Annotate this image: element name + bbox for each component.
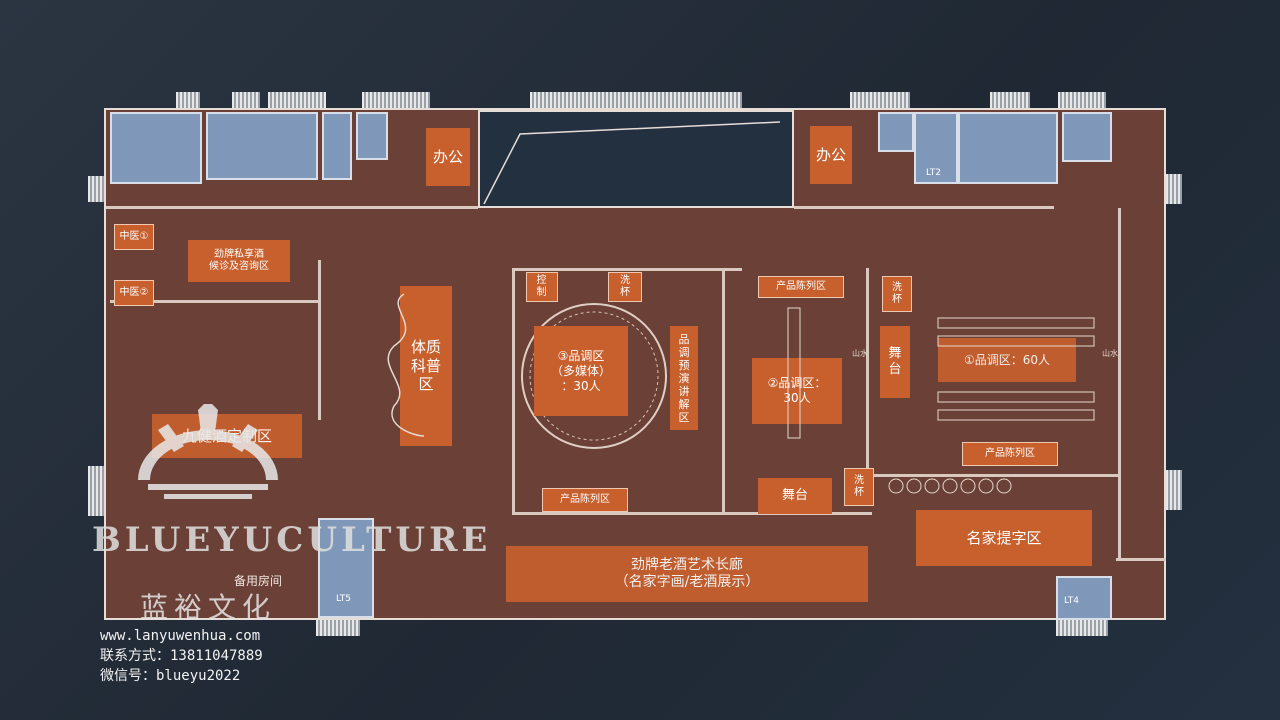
wall [794, 206, 1054, 209]
wash-c-label: 洗杯 [854, 475, 864, 498]
exterior-window-hatch [88, 176, 104, 202]
exterior-window-hatch [232, 92, 260, 108]
restroom-left [206, 112, 318, 180]
spare-room-label: 备用房间 [234, 574, 283, 588]
control-room[interactable]: 控制 [526, 272, 558, 302]
long-table-tasting-2 [787, 307, 801, 439]
lt2-label: LT2 [926, 168, 941, 178]
tasting3-title: ③品调区 [557, 348, 605, 363]
wall [1116, 558, 1166, 561]
atrium-void [478, 110, 794, 208]
wall [866, 268, 869, 474]
tasting2-title: ②品调区： [767, 376, 827, 390]
constitution-label: 体质科普区 [410, 337, 441, 394]
consult-label: 候诊及咨询区 [209, 261, 269, 272]
wash-cup-a[interactable]: 洗杯 [608, 272, 642, 302]
private-wine-label: 劲牌私享酒 [214, 248, 264, 260]
product-display-top[interactable]: 产品陈列区 [758, 276, 844, 298]
product-display-bottom[interactable]: 产品陈列区 [542, 488, 628, 512]
tasting-zone-2[interactable]: ②品调区： 30人 [752, 358, 842, 424]
service-core-right [1062, 112, 1112, 162]
private-wine-consult-zone[interactable]: 劲牌私享酒 候诊及咨询区 [188, 240, 290, 282]
round-tasting-room-outline [521, 303, 667, 449]
tcm-room-1[interactable]: 中医① [114, 224, 154, 250]
exterior-window-hatch [316, 620, 360, 636]
stage-right[interactable]: 舞台 [880, 326, 910, 398]
elevator-right [878, 112, 914, 152]
office-right[interactable]: 办公 [810, 126, 852, 184]
exterior-window-hatch [1056, 620, 1108, 636]
exterior-window-hatch [1166, 174, 1182, 204]
exterior-window-hatch [990, 92, 1030, 108]
gallery-title: 劲牌老酒艺术长廊 [631, 556, 743, 573]
stair-lt5: LT5 [318, 518, 374, 618]
brand-name-en: BLUEYUCULTURE [92, 520, 492, 560]
elevator-left [356, 112, 388, 160]
exterior-window-hatch [1058, 92, 1106, 108]
atrium-line [483, 121, 781, 205]
tcm-room-2[interactable]: 中医② [114, 280, 154, 306]
tasting-zone-3[interactable]: ③品调区 （多媒体） ：30人 [534, 326, 628, 416]
wall [318, 260, 321, 420]
restroom-right [958, 112, 1058, 184]
wall [512, 268, 515, 514]
wall [512, 268, 742, 271]
exterior-window-hatch [1166, 470, 1182, 510]
control-label: 控制 [536, 275, 548, 298]
wall [106, 206, 478, 209]
wall [110, 300, 320, 303]
office-left[interactable]: 办公 [426, 128, 470, 186]
tasting3-subtitle: （多媒体） [550, 363, 611, 378]
stage-bottom[interactable]: 舞台 [758, 478, 832, 514]
seating-grid-tasting-1 [937, 317, 1095, 421]
exterior-window-hatch [530, 92, 742, 108]
tasting3-capacity: ：30人 [561, 378, 601, 393]
wall [1118, 208, 1121, 558]
wash-a-label: 洗杯 [620, 275, 630, 298]
tasting-zone-1[interactable]: ①品调区：60人 [938, 338, 1076, 382]
exterior-window-hatch [362, 92, 430, 108]
display-counter-bottom [888, 478, 1012, 494]
art-gallery-corridor[interactable]: 劲牌老酒艺术长廊 （名家字画/老酒展示） [506, 546, 868, 602]
stair-lt2: LT2 [914, 112, 958, 184]
brand-logo-icon [138, 404, 278, 499]
tasting-preview-zone[interactable]: 品调预演讲解区 [670, 326, 698, 430]
stair-lt4: LT4 [1056, 576, 1112, 620]
wash-cup-c[interactable]: 洗杯 [844, 468, 874, 506]
exterior-window-hatch [88, 466, 104, 516]
mountain-right-label: 山水 [1102, 349, 1118, 358]
wechat-text: 微信号：blueyu2022 [100, 668, 241, 684]
service-core-left [110, 112, 202, 184]
wall [722, 268, 725, 514]
wash-cup-b[interactable]: 洗杯 [882, 276, 912, 312]
product-display-right[interactable]: 产品陈列区 [962, 442, 1058, 466]
wash-b-label: 洗杯 [892, 282, 902, 305]
contact-block: www.lanyuwenhua.com 联系方式：13811047889 微信号… [100, 626, 263, 686]
wall [872, 474, 1118, 477]
floor-plan: LT2 LT5 LT4 办公 办公 中医① 中医② 劲牌私享酒 候诊及咨询区 体… [104, 108, 1166, 620]
tasting2-capacity: 30人 [783, 391, 811, 405]
calligraphy-zone[interactable]: 名家提字区 [916, 510, 1092, 566]
gallery-subtitle: （名家字画/老酒展示） [614, 574, 760, 590]
mountain-left-label: 山水 [852, 349, 868, 358]
wall [512, 512, 872, 515]
constitution-science-zone[interactable]: 体质科普区 [400, 286, 452, 446]
website-text: www.lanyuwenhua.com [100, 628, 261, 644]
exterior-window-hatch [176, 92, 200, 108]
exterior-window-hatch [850, 92, 910, 108]
stage-right-label: 舞台 [888, 346, 902, 377]
constitution-path-outline [387, 293, 425, 437]
preview-label: 品调预演讲解区 [678, 332, 690, 424]
shaft-left [322, 112, 352, 180]
brand-name-cn: 蓝裕文化 [140, 591, 277, 624]
exterior-window-hatch [268, 92, 326, 108]
lt4-label: LT4 [1064, 596, 1079, 606]
phone-text: 联系方式：13811047889 [100, 648, 263, 664]
lt5-label: LT5 [336, 594, 351, 604]
